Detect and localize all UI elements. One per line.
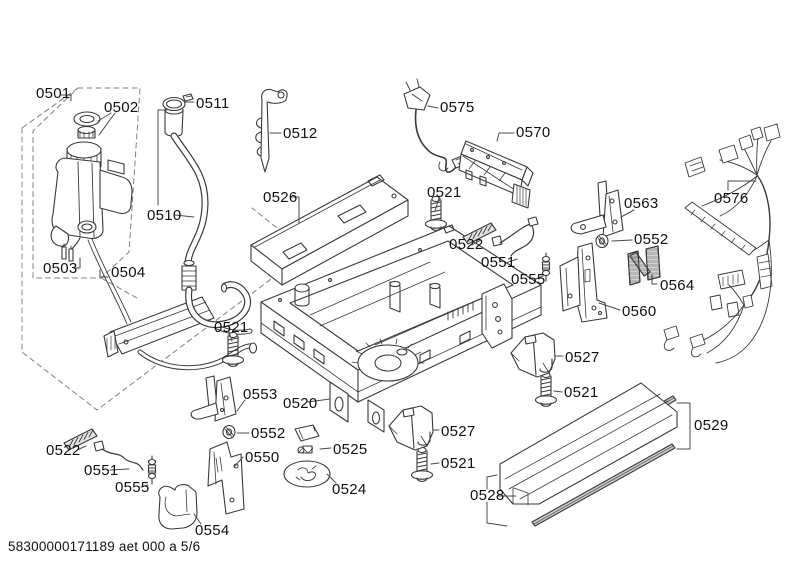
foot-0527-left [388,405,434,451]
drain-hose [162,93,252,329]
bracket-0563 [570,180,624,238]
rod-0522-left [63,428,98,451]
part-0524 [283,460,331,488]
bracket-0553 [190,375,237,422]
wire-0551-bottom [93,440,144,471]
screw-0521-top [424,195,448,231]
cover-panel [250,174,409,286]
leader-lines [59,94,757,527]
foot-0527-right [510,332,556,378]
base-frame [260,224,542,433]
wire-0551-top [491,216,539,257]
plinth-assembly [499,382,678,527]
screw-0521-bottom [410,446,434,482]
diagram-caption: 58300000171189 aet 000 a 5/6 [8,539,201,554]
terminal-0555-bottom [147,455,157,485]
mesh-part-0564 [627,245,661,286]
control-module [458,140,534,209]
heater-element [103,296,258,371]
pump-assembly [50,111,133,325]
bracket-0550 [207,441,245,515]
screw-0521-right [534,371,558,407]
grommet-0552-left [222,424,236,440]
grommet-0552-right [595,233,609,249]
bracket-0554 [158,484,198,530]
hose-clamp [162,93,194,112]
bracket-0560 [559,242,608,323]
wiring-harness [663,123,781,364]
power-cord [403,78,469,173]
terminal-0555-top [541,252,551,282]
part-0525 [294,424,320,454]
spike-part [255,88,288,173]
